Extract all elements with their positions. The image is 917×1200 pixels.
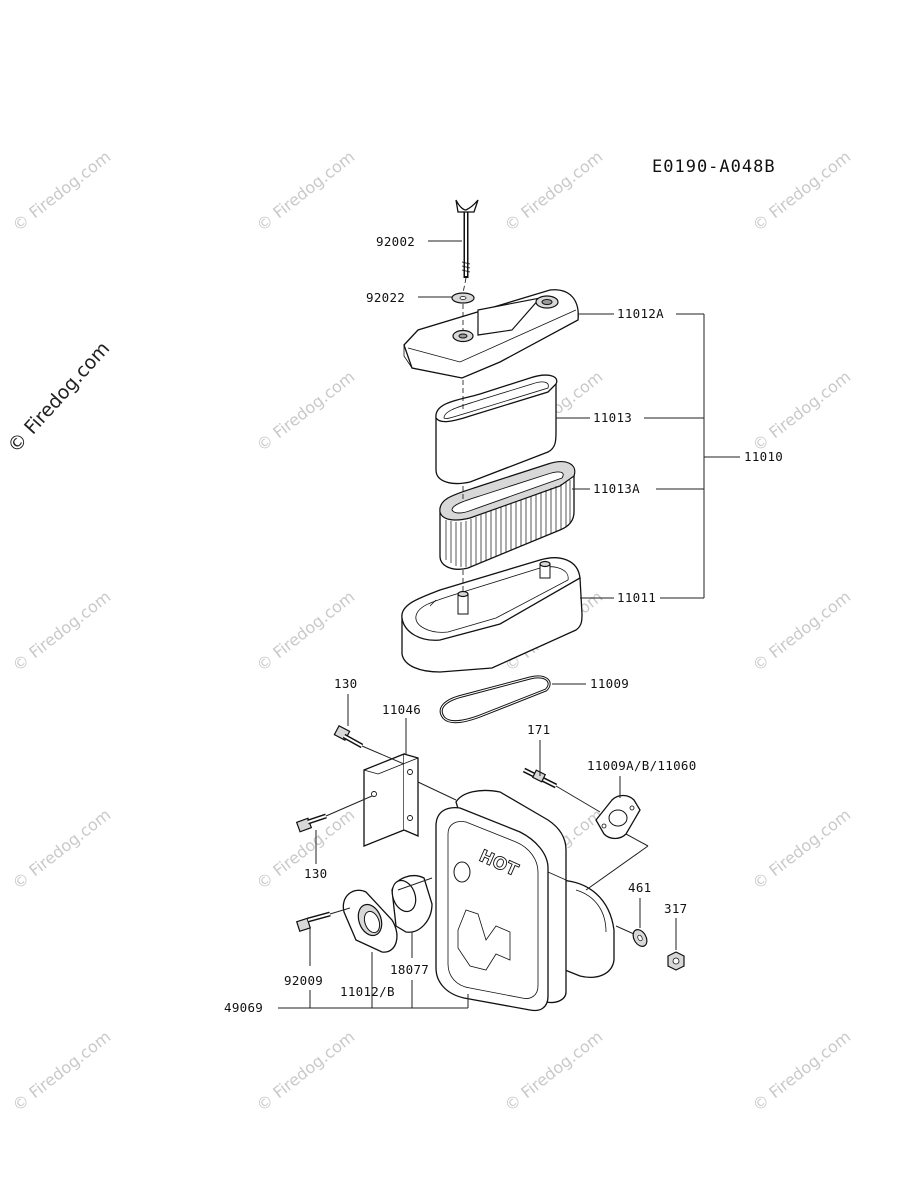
exhaust-gasket-part xyxy=(595,794,641,840)
muffler-part: HOT xyxy=(435,789,615,1012)
watermark-large: © Firedog.com xyxy=(3,338,114,458)
label-11010: 11010 xyxy=(744,449,783,464)
part-labels: 92002 92022 11012A 11013 11010 11013A 11… xyxy=(224,234,783,1015)
label-49069: 49069 xyxy=(224,1000,263,1015)
nut-317-part xyxy=(667,951,685,971)
label-130-upper: 130 xyxy=(334,676,357,691)
label-11009ab-11060: 11009A/B/11060 xyxy=(587,758,697,773)
bolt-upper-part xyxy=(333,724,364,749)
gasket-part xyxy=(439,675,551,724)
wing-bolt-part xyxy=(455,199,479,278)
air-cleaner-cover-part xyxy=(403,289,579,379)
label-11012b: 11012/B xyxy=(340,984,395,999)
watermark: © Firedog.com xyxy=(253,147,358,235)
label-11013a: 11013A xyxy=(593,481,640,496)
watermark: © Firedog.com xyxy=(501,1027,606,1115)
watermark: © Firedog.com xyxy=(749,805,854,893)
label-317: 317 xyxy=(664,901,687,916)
air-cleaner-base-part xyxy=(401,557,583,673)
label-11011: 11011 xyxy=(617,590,656,605)
watermark: © Firedog.com xyxy=(749,1027,854,1115)
watermark: © Firedog.com xyxy=(749,367,854,455)
label-461: 461 xyxy=(628,880,651,895)
watermark: © Firedog.com xyxy=(501,147,606,235)
watermark: © Firedog.com xyxy=(253,587,358,675)
washer-461-part xyxy=(632,929,648,947)
stud-part xyxy=(522,767,558,789)
watermark: © Firedog.com xyxy=(9,587,114,675)
label-11012a: 11012A xyxy=(617,306,664,321)
watermark: © Firedog.com xyxy=(253,1027,358,1115)
washer-part xyxy=(451,292,475,304)
watermark: © Firedog.com xyxy=(9,805,114,893)
watermark: © Firedog.com xyxy=(9,1027,114,1115)
label-11009: 11009 xyxy=(590,676,629,691)
bolt-lower-part xyxy=(295,813,327,833)
label-171: 171 xyxy=(527,722,550,737)
label-11046: 11046 xyxy=(382,702,421,717)
label-11013: 11013 xyxy=(593,410,632,425)
label-92022: 92022 xyxy=(366,290,405,305)
diagram-code: E0190-A048B xyxy=(652,157,776,177)
screen-cup-part xyxy=(391,875,433,933)
watermark: © Firedog.com xyxy=(749,587,854,675)
pre-filter-part xyxy=(435,374,558,485)
watermark: © Firedog.com xyxy=(9,147,114,235)
leader-lines xyxy=(278,240,740,1009)
label-92002: 92002 xyxy=(376,234,415,249)
label-130-lower: 130 xyxy=(304,866,327,881)
flange-part xyxy=(342,889,398,953)
label-92009: 92009 xyxy=(284,973,323,988)
label-18077: 18077 xyxy=(390,962,429,977)
pleats xyxy=(445,480,571,567)
watermark: © Firedog.com xyxy=(253,367,358,455)
air-filter-element-part xyxy=(439,461,576,570)
bolt-92009-part xyxy=(295,911,331,933)
bracket-part xyxy=(363,753,419,847)
